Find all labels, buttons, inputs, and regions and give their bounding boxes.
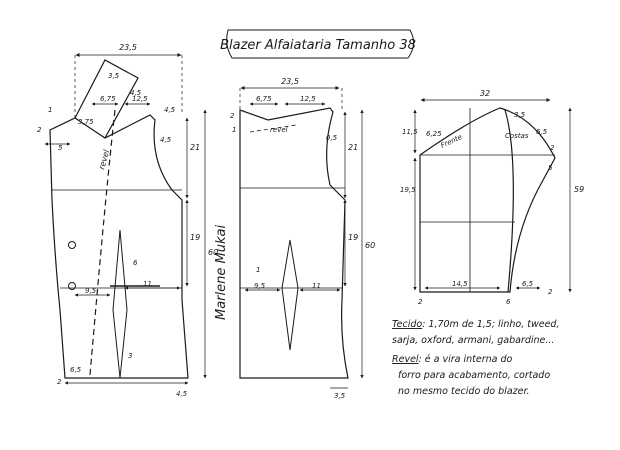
sleeve-tick-2: 2	[550, 144, 555, 152]
sleeve-hem-left-label: 2	[418, 298, 423, 306]
front-hem-mid2-label: 11	[312, 282, 321, 290]
tecido-line-2: sarja, oxford, armani, gabardine...	[392, 335, 554, 346]
sleeve-hem-right-label: 2	[548, 288, 553, 296]
sleeve-piece	[413, 98, 572, 293]
back-tick-2: 2	[37, 126, 42, 134]
back-hem-small-label: 6,5	[70, 366, 82, 374]
tecido-line-1: Tecido: 1,70m de 1,5; linho, tweed,	[392, 319, 559, 330]
back-revel-label: revel	[97, 148, 111, 170]
revel-line-3: no mesmo tecido do blazer.	[398, 386, 530, 397]
back-dart-6-label: 6	[133, 259, 138, 267]
back-hem-right-label: 4,5	[176, 390, 188, 398]
front-hem-mid-label: 9,5	[254, 282, 266, 290]
front-piece	[239, 86, 364, 389]
back-hem-mid2-label: 11	[143, 280, 152, 288]
signature: Marlene Mukai	[214, 225, 229, 320]
back-lapel-c: 4,5	[130, 89, 142, 97]
front-revel-label: revel	[270, 126, 288, 134]
sleeve-outline	[419, 107, 556, 293]
back-hem-mid-label: 9,5	[85, 287, 97, 295]
front-labels: 23,5 6,75 12,5 2 1 revel 0,5 21 19 60 1 …	[230, 77, 375, 400]
back-height-label: 60	[208, 248, 218, 257]
back-waist-label: 19	[190, 233, 200, 242]
sleeve-hem-mid-label: 14,5	[452, 280, 468, 288]
back-top-width-label: 23,5	[119, 43, 137, 52]
front-armhole-label: 21	[348, 143, 358, 152]
front-dart	[281, 239, 299, 351]
front-tick-2: 2	[230, 112, 235, 120]
button-marker	[68, 282, 76, 290]
button-marker	[68, 241, 76, 249]
page-title: Blazer Alfaiataria Tamanho 38	[220, 38, 416, 53]
revel-line-2: forro para acabamento, cortado	[398, 370, 550, 381]
sleeve-seam	[504, 109, 514, 293]
sleeve-hem-small-label: 6,5	[522, 280, 534, 288]
sleeve-labels: 32 11,5 6,25 Frente Costas 3,5 6,5 2 5 5…	[400, 89, 584, 306]
sleeve-length-label: 59	[574, 185, 584, 194]
back-revel-line	[89, 109, 116, 376]
back-hem-left-label: 2	[57, 378, 62, 386]
front-shoulder-offset-label: 12,5	[300, 95, 316, 103]
front-armhole-side-label: 0,5	[326, 134, 338, 142]
sleeve-upper-label: 19,5	[400, 186, 416, 194]
back-lapel-a: 3,75	[78, 118, 94, 126]
back-armhole-label: 21	[190, 143, 200, 152]
back-shoulder-offset-label: 12,5	[132, 95, 148, 103]
back-tick-1: 1	[48, 106, 52, 114]
sleeve-frente-label: Frente	[439, 133, 463, 150]
front-revel-line	[249, 124, 297, 133]
front-top-width-label: 23,5	[281, 77, 299, 86]
back-lapel	[74, 59, 139, 139]
sleeve-hem-6-label: 6	[506, 298, 511, 306]
front-hem-right-label: 3,5	[334, 392, 346, 400]
sleeve-cap-right-label: 3,5	[514, 111, 526, 119]
notes: Tecido: 1,70m de 1,5; linho, tweed, sarj…	[392, 319, 559, 397]
front-tick-1: 1	[232, 126, 236, 134]
sleeve-tick-5: 5	[548, 164, 553, 172]
back-lapel-label: 4,5	[164, 106, 176, 114]
sleeve-width-label: 32	[480, 89, 490, 98]
back-tick-5: 5	[58, 144, 63, 152]
front-collar-width-label: 6,75	[256, 95, 272, 103]
front-waist-label: 19	[348, 233, 358, 242]
sleeve-cap-left-label: 11,5	[402, 128, 418, 136]
front-dart-1-label: 1	[256, 266, 260, 274]
back-armhole-side-label: 4,5	[160, 136, 172, 144]
front-outline	[239, 107, 349, 379]
sleeve-cap-left2-label: 6,25	[426, 130, 442, 138]
back-dart	[112, 229, 121, 379]
signature-text: Marlene Mukai	[214, 225, 229, 320]
front-height-label: 60	[365, 241, 375, 250]
title-banner: Blazer Alfaiataria Tamanho 38	[220, 29, 416, 59]
back-outline	[49, 114, 189, 379]
back-collar-width-label: 6,75	[100, 95, 116, 103]
sleeve-costas-label: Costas	[505, 132, 529, 140]
back-piece	[44, 53, 207, 385]
revel-line-1: Revel: é a vira interna do	[392, 354, 513, 365]
back-lapel-b: 3,5	[108, 72, 120, 80]
back-dart-3-label: 3	[128, 352, 132, 360]
sleeve-cap-right2-label: 6,5	[536, 128, 548, 136]
